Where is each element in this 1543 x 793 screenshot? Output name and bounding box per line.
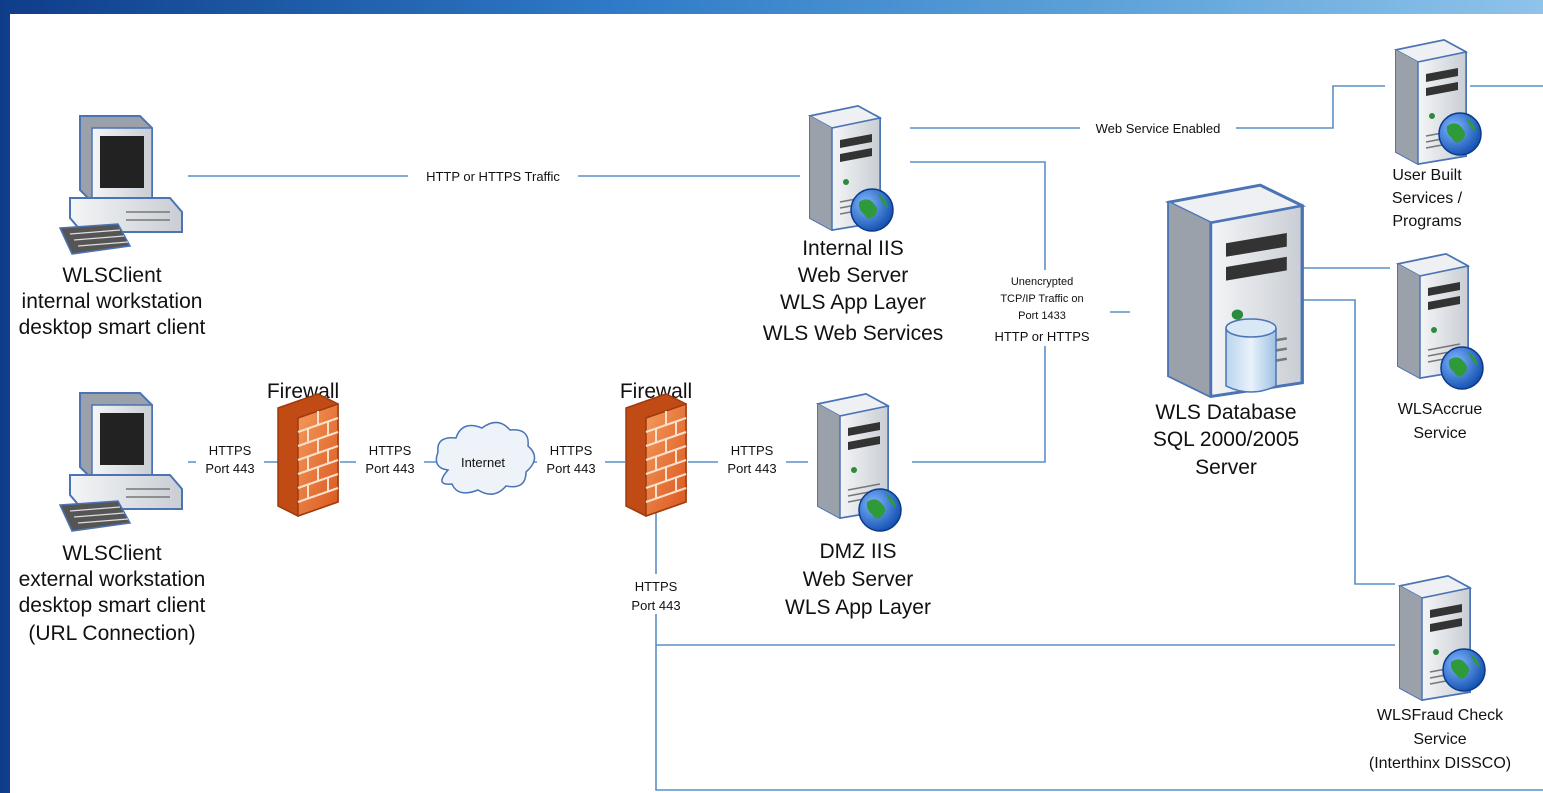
globe-icon bbox=[850, 188, 894, 232]
user-built-line-1: User Built bbox=[1392, 167, 1462, 184]
database-line-1: WLS Database bbox=[1155, 401, 1296, 424]
client-external-line-4: (URL Connection) bbox=[28, 622, 195, 645]
label-https-1-b: Port 443 bbox=[205, 461, 254, 476]
label-https-2-b: Port 443 bbox=[365, 461, 414, 476]
label-https-4-b: Port 443 bbox=[727, 461, 776, 476]
label-https-3-a: HTTPS bbox=[550, 443, 593, 458]
globe-icon bbox=[1438, 112, 1482, 156]
node-client-internal: WLSClient internal workstation desktop s… bbox=[19, 115, 206, 339]
fraud-line-1: WLSFraud Check bbox=[1377, 707, 1504, 724]
fraud-line-3: (Interthinx DISSCO) bbox=[1369, 755, 1511, 772]
label-https-5-a: HTTPS bbox=[635, 579, 678, 594]
dmz-iis-line-3: WLS App Layer bbox=[785, 596, 931, 619]
label-http-traffic: HTTP or HTTPS Traffic bbox=[426, 169, 560, 184]
label-db-link-2: TCP/IP Traffic on bbox=[1000, 293, 1083, 305]
accrue-line-2: Service bbox=[1413, 425, 1466, 442]
database-line-2: SQL 2000/2005 bbox=[1153, 428, 1299, 451]
node-database: WLS Database SQL 2000/2005 Server bbox=[1153, 183, 1304, 479]
node-firewall-right: Firewall bbox=[620, 380, 692, 517]
client-external-line-1: WLSClient bbox=[62, 542, 161, 565]
node-fraud: WLSFraud Check Service (Interthinx DISSC… bbox=[1369, 575, 1511, 772]
internal-iis-line-2: Web Server bbox=[798, 264, 909, 287]
label-https-5-b: Port 443 bbox=[631, 598, 680, 613]
node-internal-iis: Internal IIS Web Server WLS App Layer WL… bbox=[763, 105, 944, 345]
label-db-link-3: Port 1433 bbox=[1018, 310, 1066, 322]
computer-icon bbox=[59, 115, 183, 255]
fraud-line-2: Service bbox=[1413, 731, 1466, 748]
internal-iis-line-3: WLS App Layer bbox=[780, 291, 926, 314]
label-web-service-enabled: Web Service Enabled bbox=[1096, 121, 1221, 136]
internet-label: Internet bbox=[461, 455, 505, 470]
node-dmz-iis: DMZ IIS Web Server WLS App Layer bbox=[785, 393, 931, 619]
database-line-3: Server bbox=[1195, 456, 1257, 479]
label-https-2-a: HTTPS bbox=[369, 443, 412, 458]
node-firewall-left: Firewall bbox=[267, 380, 339, 517]
client-external-line-2: external workstation bbox=[19, 568, 206, 591]
client-internal-line-2: internal workstation bbox=[22, 290, 203, 313]
database-icon bbox=[1225, 318, 1277, 393]
dmz-iis-line-2: Web Server bbox=[803, 568, 914, 591]
user-built-line-2: Services / bbox=[1392, 190, 1463, 207]
node-client-external: WLSClient external workstation desktop s… bbox=[19, 392, 206, 645]
internal-iis-line-4: WLS Web Services bbox=[763, 322, 944, 345]
computer-icon bbox=[59, 392, 183, 532]
label-https-4-a: HTTPS bbox=[731, 443, 774, 458]
globe-icon bbox=[1442, 648, 1486, 692]
label-https-1-a: HTTPS bbox=[209, 443, 252, 458]
client-internal-line-1: WLSClient bbox=[62, 264, 161, 287]
globe-icon bbox=[1440, 346, 1484, 390]
edge-labels: HTTP or HTTPS Traffic Web Service Enable… bbox=[196, 119, 1236, 614]
node-user-built: User Built Services / Programs bbox=[1392, 39, 1482, 230]
internal-iis-line-1: Internal IIS bbox=[802, 237, 904, 260]
diagram-panel bbox=[10, 14, 1543, 793]
label-https-3-b: Port 443 bbox=[546, 461, 595, 476]
user-built-line-3: Programs bbox=[1392, 213, 1461, 230]
label-db-link-4: HTTP or HTTPS bbox=[994, 329, 1089, 344]
dmz-iis-line-1: DMZ IIS bbox=[820, 540, 897, 563]
client-external-line-3: desktop smart client bbox=[19, 594, 206, 617]
client-internal-line-3: desktop smart client bbox=[19, 316, 206, 339]
node-internet: Internet bbox=[435, 421, 536, 495]
cloud-icon bbox=[435, 421, 536, 495]
wire-db-fraud bbox=[1300, 299, 1395, 585]
firewall-icon bbox=[277, 393, 339, 517]
firewall-icon bbox=[625, 393, 687, 517]
accrue-line-1: WLSAccrue bbox=[1398, 401, 1483, 418]
node-accrue: WLSAccrue Service bbox=[1397, 253, 1484, 442]
globe-icon bbox=[858, 488, 902, 532]
label-db-link-1: Unencrypted bbox=[1011, 276, 1073, 288]
